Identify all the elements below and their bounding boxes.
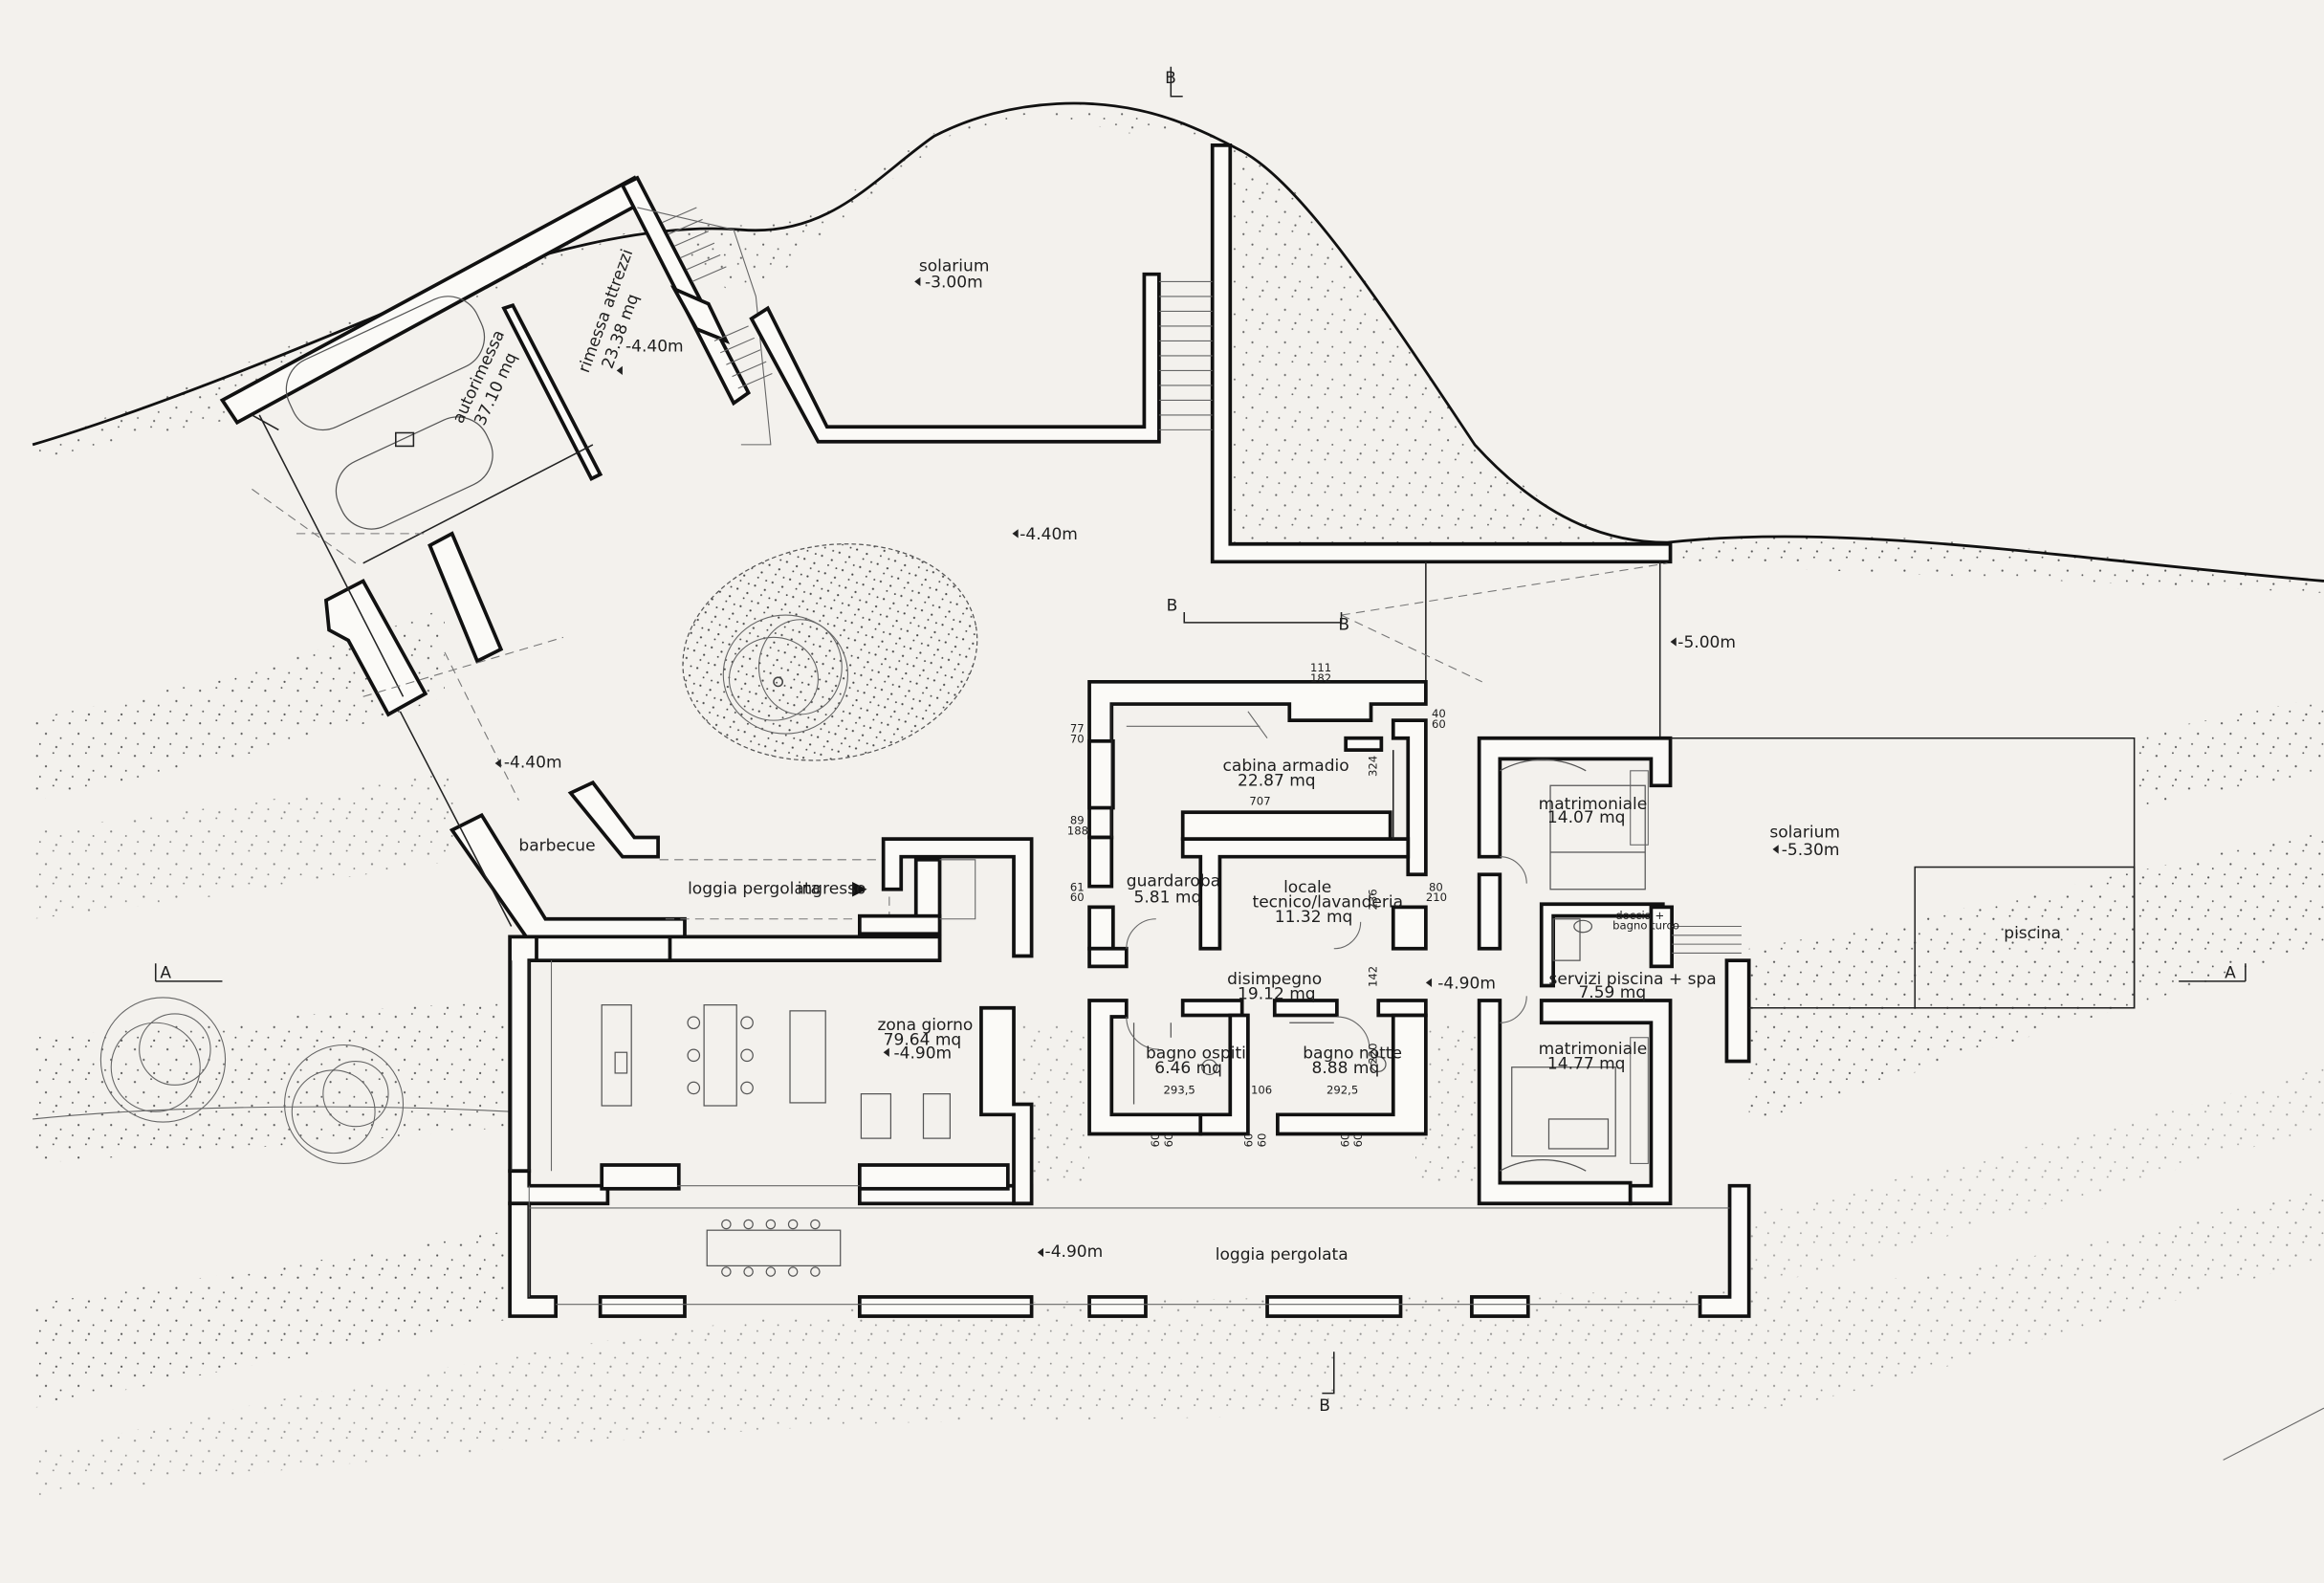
dim-61: 61 [1070,880,1085,893]
solarium-top-name: solarium [919,257,990,276]
band-10 [1415,1022,1482,1186]
band-5 [33,1185,2324,1498]
zona-giorno-area: 79.64 mq [884,1030,962,1049]
band-3 [33,1000,512,1164]
dim-60f: 60 [1255,1133,1268,1148]
dim-220: 220 [1367,1043,1380,1064]
dim-111: 111 [1310,661,1331,674]
dim-182: 182 [1310,671,1331,685]
east-level: -5.00m [1677,633,1736,652]
section-b-top: B [1165,69,1176,88]
west-level: -4.40m [504,754,562,773]
solarium-top-level: -3.00m [925,274,983,293]
doccia-name2: bagno turco [1612,919,1679,933]
cabina-area: 22.87 mq [1238,771,1316,790]
servizi-name: servizi piscina + spa [1548,970,1716,989]
dim-60c: 60 [1149,1133,1162,1148]
locale-name2: tecnico/lavanderia [1253,892,1404,912]
band-1 [33,607,445,801]
band-4 [33,1230,512,1409]
band-6 [1748,829,2324,1127]
bagno-ospiti-area: 6.46 mq [1154,1059,1222,1078]
dim-142: 142 [1367,966,1380,987]
court-level: -4.40m [1019,525,1078,544]
hill-east [1667,534,2324,593]
bagno-ospiti-name: bagno ospiti [1146,1044,1246,1063]
dim-70: 70 [1070,732,1085,745]
disimpegno-area: 19.12 mq [1238,984,1316,1003]
disimpegno-level: -4.90m [1437,975,1496,994]
garage [219,175,773,717]
matrimoniale-2-name: matrimoniale [1539,1040,1648,1059]
terrain [32,101,2324,1498]
matrimoniale-1-name: matrimoniale [1539,795,1648,814]
solarium-east-level: -5.30m [1782,841,1840,860]
dim-60g: 60 [1338,1133,1351,1148]
dim-80: 80 [1429,880,1443,893]
dim-77: 77 [1070,722,1085,736]
piscina-name: piscina [2004,924,2061,943]
loggia-top-name: loggia pergolata [688,879,821,898]
bagno-notte-name: bagno notte [1303,1044,1402,1063]
dim-324: 324 [1367,756,1380,777]
bagno-notte-area: 8.88 mq [1312,1059,1380,1078]
solarium-east-name: solarium [1769,824,1840,843]
section-b-mid-left: B [1167,596,1178,615]
labels: solarium -3.00m rimessa attrezzi 23.38 m… [449,247,2061,1264]
guardaroba-area: 5.81 mq [1134,889,1202,908]
dim-210: 210 [1426,890,1447,904]
matrimoniale-2-area: 14.77 mq [1547,1054,1626,1073]
dim-60e: 60 [1242,1133,1256,1148]
north-retaining [749,143,1673,741]
dim-236: 236 [1367,889,1380,910]
disimpegno-name: disimpegno [1227,970,1322,989]
section-a-left: A [160,964,171,983]
section-b-bottom: B [1319,1396,1330,1416]
dim-293: 293,5 [1164,1084,1195,1097]
locale-area: 11.32 mq [1275,908,1353,927]
rimessa-level: -4.40m [625,337,684,356]
band-2 [33,770,460,919]
dim-106: 106 [1251,1084,1272,1097]
pool-area [1670,737,2136,1009]
section-markers: B B B B A A [154,66,2247,1416]
dim-292: 292,5 [1326,1084,1358,1097]
dim-60d: 60 [1162,1133,1175,1148]
dimensions: 111 182 40 60 324 707 77 70 89 188 61 60… [1067,661,1447,1147]
band-9 [1022,1022,1090,1186]
loggia-bottom-level: -4.90m [1045,1242,1104,1262]
loggia-bottom-name: loggia pergolata [1216,1245,1348,1264]
band-8 [1748,1066,2324,1290]
doccia-name: doccia + [1615,909,1664,922]
band-7 [2134,696,2324,808]
dim-60b: 60 [1070,890,1085,904]
zona-giorno-level: -4.90m [893,1044,952,1063]
zona-giorno-name: zona giorno [877,1016,973,1035]
dim-707: 707 [1249,794,1270,807]
level-marks [494,276,1779,1258]
dim-89: 89 [1070,814,1085,827]
trees [33,997,512,1164]
dim-188: 188 [1067,824,1088,837]
ingresso-name: ingresso [798,879,866,898]
dim-60a: 60 [1432,717,1446,731]
section-b-mid-right: B [1338,616,1349,635]
barbecue-name: barbecue [518,836,595,855]
guardaroba-name: guardaroba [1127,872,1220,891]
loggia-bottom [508,958,1751,1318]
servizi-area: 7.59 mq [1578,983,1646,1002]
dim-60h: 60 [1351,1133,1365,1148]
section-a-right: A [2225,964,2236,983]
dim-40: 40 [1432,707,1446,720]
locale-name: locale [1283,878,1331,897]
cabina-name: cabina armadio [1223,757,1349,776]
hill-north [33,102,1668,561]
main-house [508,679,1742,1206]
matrimoniale-1-area: 14.07 mq [1547,808,1626,827]
planter-ellipse [682,543,978,761]
